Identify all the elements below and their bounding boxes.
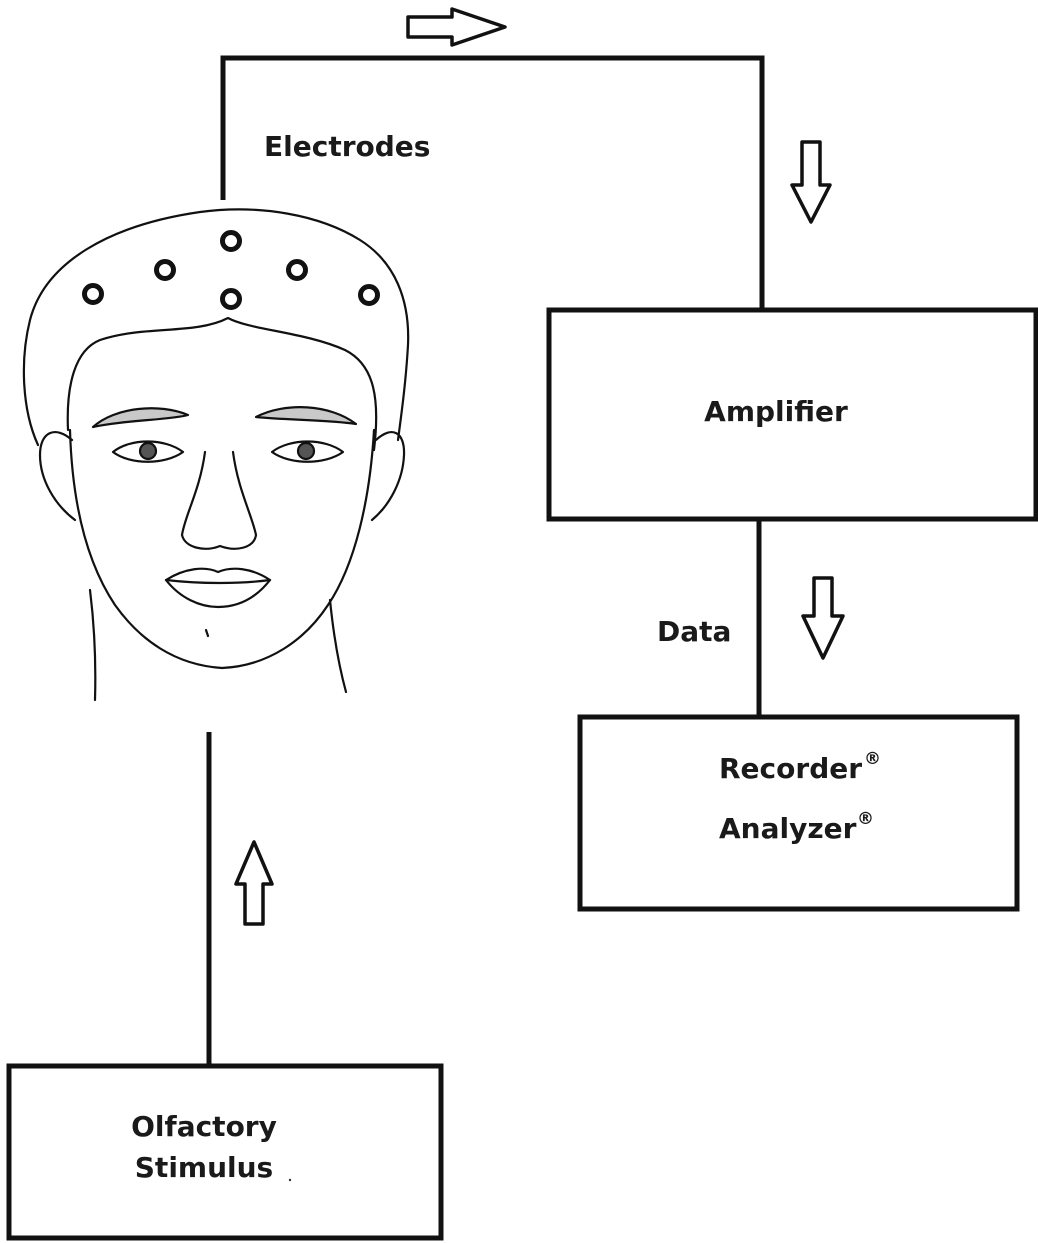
- left-eye: [111, 440, 185, 463]
- electrode-cable: [220, 55, 765, 308]
- right-eye: [270, 440, 345, 463]
- data-label: Data: [657, 615, 731, 648]
- nose: [180, 450, 258, 550]
- electrode-icon: [286, 259, 308, 281]
- chin-mark: [204, 628, 210, 638]
- olfactory-stimulus-box: [6, 1063, 444, 1241]
- analyzer-label: Analyzer: [719, 812, 857, 845]
- electrode-icon: [82, 283, 104, 305]
- down-arrow-icon: [801, 576, 845, 660]
- stimulus-label: Stimulus: [135, 1151, 273, 1184]
- stray-dot: [288, 1178, 292, 1182]
- amplifier-box: [546, 307, 1038, 522]
- recorder-analyzer-box: [577, 714, 1020, 912]
- neck-right: [328, 598, 348, 694]
- right-ear: [370, 431, 406, 522]
- electrode-icon: [220, 288, 242, 310]
- arrows: [234, 7, 845, 926]
- left-pupil: [138, 441, 158, 461]
- analyzer-registered-mark: ®: [857, 809, 874, 829]
- electrode-icon: [220, 230, 242, 252]
- face-contour: [68, 428, 376, 670]
- up-arrow-icon: [234, 840, 274, 926]
- down-arrow-icon: [790, 140, 832, 224]
- right-arrow-icon: [406, 7, 507, 47]
- right-pupil: [296, 441, 316, 461]
- left-eyebrow: [91, 407, 190, 429]
- olfactory-label: Olfactory: [131, 1110, 277, 1143]
- left-ear: [38, 430, 77, 522]
- head-with-electrodes-icon: [22, 208, 410, 702]
- recorder-label: Recorder: [719, 752, 862, 785]
- lower-lip: [164, 578, 272, 609]
- electrode-icon: [154, 259, 176, 281]
- electrode-icon: [358, 284, 380, 306]
- electrodes: [82, 230, 380, 310]
- amplifier-label: Amplifier: [704, 395, 848, 428]
- right-eyebrow: [254, 406, 358, 426]
- electrodes-label: Electrodes: [264, 130, 430, 163]
- upper-lip: [164, 567, 272, 585]
- neck-left: [88, 588, 97, 702]
- hair-outline: [22, 208, 410, 447]
- connector-lines: [206, 55, 765, 1064]
- recorder-registered-mark: ®: [864, 749, 881, 769]
- hairline: [66, 316, 378, 452]
